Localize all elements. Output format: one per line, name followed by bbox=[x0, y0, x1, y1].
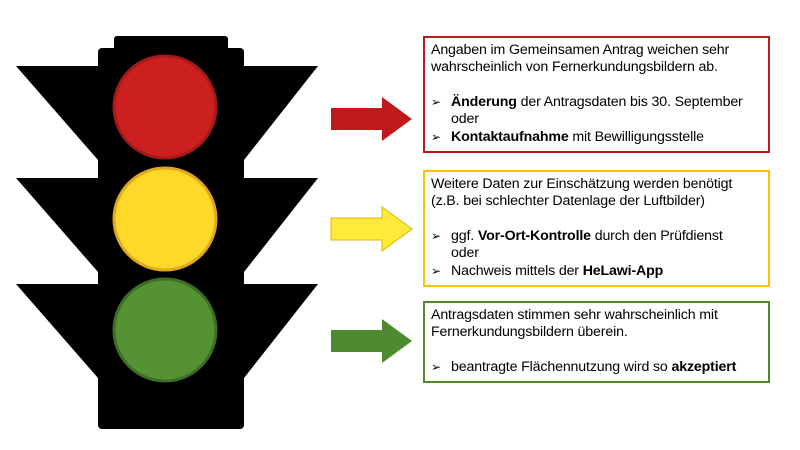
arrowhead-bullet-icon: ➢ bbox=[431, 129, 441, 144]
arrowhead-bullet-icon: ➢ bbox=[431, 228, 441, 243]
left-visor-bottom bbox=[16, 284, 98, 378]
red-bullet-2-text: mit Bewilligungsstelle bbox=[568, 128, 704, 145]
yellow-bullet-2-pre: Nachweis mittels der bbox=[451, 262, 583, 279]
yellow-bullet-1-pre: ggf. bbox=[451, 227, 478, 244]
green-info-box: Antragsdaten stimmen sehr wahrscheinlich… bbox=[423, 301, 770, 383]
arrowhead-bullet-icon: ➢ bbox=[431, 94, 441, 109]
red-box-bullet-1: ➢ Änderung der Antragsdaten bis 30. Sept… bbox=[431, 94, 762, 111]
right-visor-bottom bbox=[244, 284, 318, 378]
yellow-box-bullet-1: ➢ ggf. Vor-Ort-Kontrolle durch den Prüfd… bbox=[431, 228, 762, 245]
red-arrow-icon bbox=[331, 97, 412, 141]
yellow-bullet-2-bold: HeLawi-App bbox=[582, 262, 664, 279]
red-bullet-1-bold: Änderung bbox=[451, 93, 517, 110]
red-box-bullet-2: ➢ Kontaktaufnahme mit Bewilligungsstelle bbox=[431, 129, 762, 146]
yellow-bullet-1-text: durch den Prüfdienst bbox=[590, 227, 723, 244]
green-arrow-icon bbox=[331, 319, 412, 363]
red-bullet-1-text: der Antragsdaten bis 30. September bbox=[516, 93, 743, 110]
yellow-box-connector: oder bbox=[451, 245, 479, 262]
left-visor-middle bbox=[16, 178, 98, 272]
red-bullet-2-bold: Kontaktaufnahme bbox=[451, 128, 569, 145]
yellow-box-bullet-2: ➢ Nachweis mittels der HeLawi-App bbox=[431, 263, 762, 280]
red-info-box: Angaben im Gemeinsamen Antrag weichen se… bbox=[423, 36, 770, 153]
red-lamp bbox=[112, 54, 218, 160]
red-box-connector: oder bbox=[451, 111, 479, 128]
yellow-info-box: Weitere Daten zur Einschätzung werden be… bbox=[423, 170, 770, 287]
left-visor-top bbox=[16, 66, 98, 160]
green-box-intro: Antragsdaten stimmen sehr wahrscheinlich… bbox=[431, 307, 718, 341]
traffic-light bbox=[16, 36, 318, 429]
yellow-lamp bbox=[112, 166, 218, 272]
yellow-arrow-icon bbox=[330, 206, 413, 252]
right-visor-middle bbox=[244, 178, 318, 272]
yellow-box-intro: Weitere Daten zur Einschätzung werden be… bbox=[431, 176, 733, 210]
yellow-bullet-1-bold: Vor-Ort-Kontrolle bbox=[477, 227, 591, 244]
green-bullet-1-bold: akzeptiert bbox=[671, 358, 737, 375]
arrowhead-bullet-icon: ➢ bbox=[431, 359, 441, 374]
red-box-intro: Angaben im Gemeinsamen Antrag weichen se… bbox=[431, 42, 730, 76]
green-box-bullet-1: ➢ beantragte Flächennutzung wird so akze… bbox=[431, 359, 762, 376]
green-lamp bbox=[112, 277, 218, 383]
green-bullet-1-text: beantragte Flächennutzung wird so bbox=[451, 358, 672, 375]
right-visor-top bbox=[244, 66, 318, 160]
arrowhead-bullet-icon: ➢ bbox=[431, 263, 441, 278]
